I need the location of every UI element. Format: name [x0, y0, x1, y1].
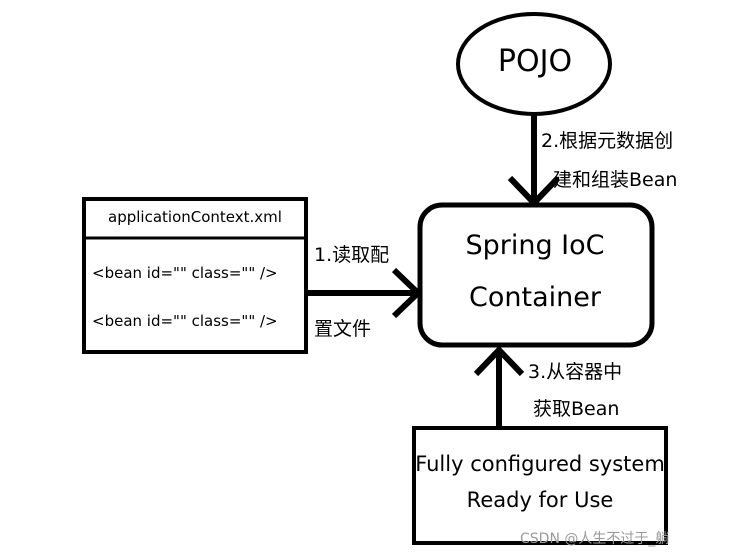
xml-bean-line: <bean id="" class="" />	[92, 264, 278, 282]
step2-label-line2: 建和组装Bean	[553, 169, 678, 191]
step2-label-line1: 2.根据元数据创	[541, 130, 674, 152]
container-label-line2: Container	[469, 282, 601, 313]
xml-file-title: applicationContext.xml	[108, 208, 282, 226]
system-label-line2: Ready for Use	[466, 488, 614, 512]
container-label-line1: Spring IoC	[465, 230, 605, 261]
system-label-line1: Fully configured system	[415, 452, 665, 476]
pojo-label: POJO	[497, 44, 573, 79]
step1-label-line1: 1.读取配	[314, 244, 390, 266]
xml-bean-line: <bean id="" class="" />	[92, 312, 278, 330]
xml-file-node	[82, 197, 308, 354]
watermark-text: CSDN @人生不过于_躺	[520, 531, 670, 547]
step3-label-line1: 3.从容器中	[528, 361, 623, 383]
arrowhead-up	[473, 345, 525, 377]
system-node	[412, 426, 668, 545]
step3-label-line2: 获取Bean	[533, 398, 620, 420]
container-node	[417, 202, 655, 348]
arrowhead-right	[391, 267, 423, 319]
step1-label-line2: 置文件	[314, 318, 372, 340]
